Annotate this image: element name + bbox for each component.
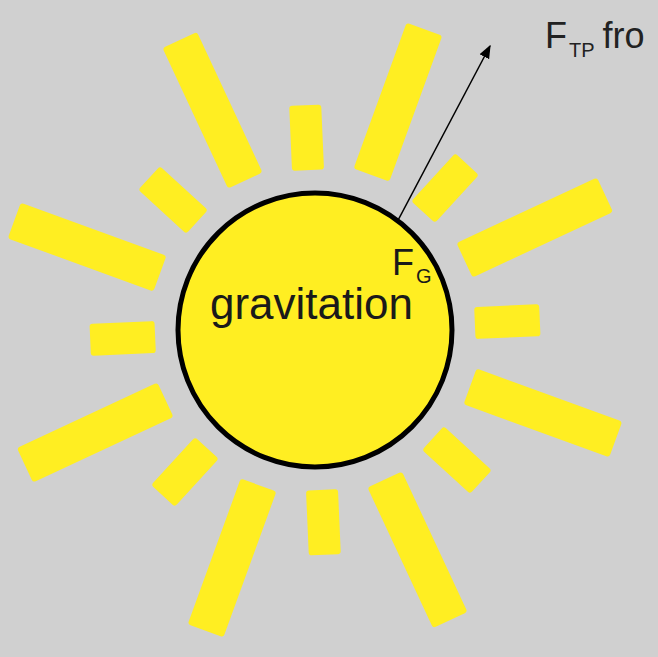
- sun-rays: [8, 23, 622, 637]
- sun-circle: FGgravitation: [175, 190, 455, 470]
- force-subscript: TP: [569, 40, 595, 60]
- force-label: fro: [603, 18, 645, 54]
- node-label: gravitation: [210, 282, 413, 326]
- force-symbol: F: [392, 245, 414, 281]
- force-symbol: F: [545, 18, 567, 54]
- circle-outline: [175, 190, 455, 470]
- force-subscript: G: [416, 266, 432, 286]
